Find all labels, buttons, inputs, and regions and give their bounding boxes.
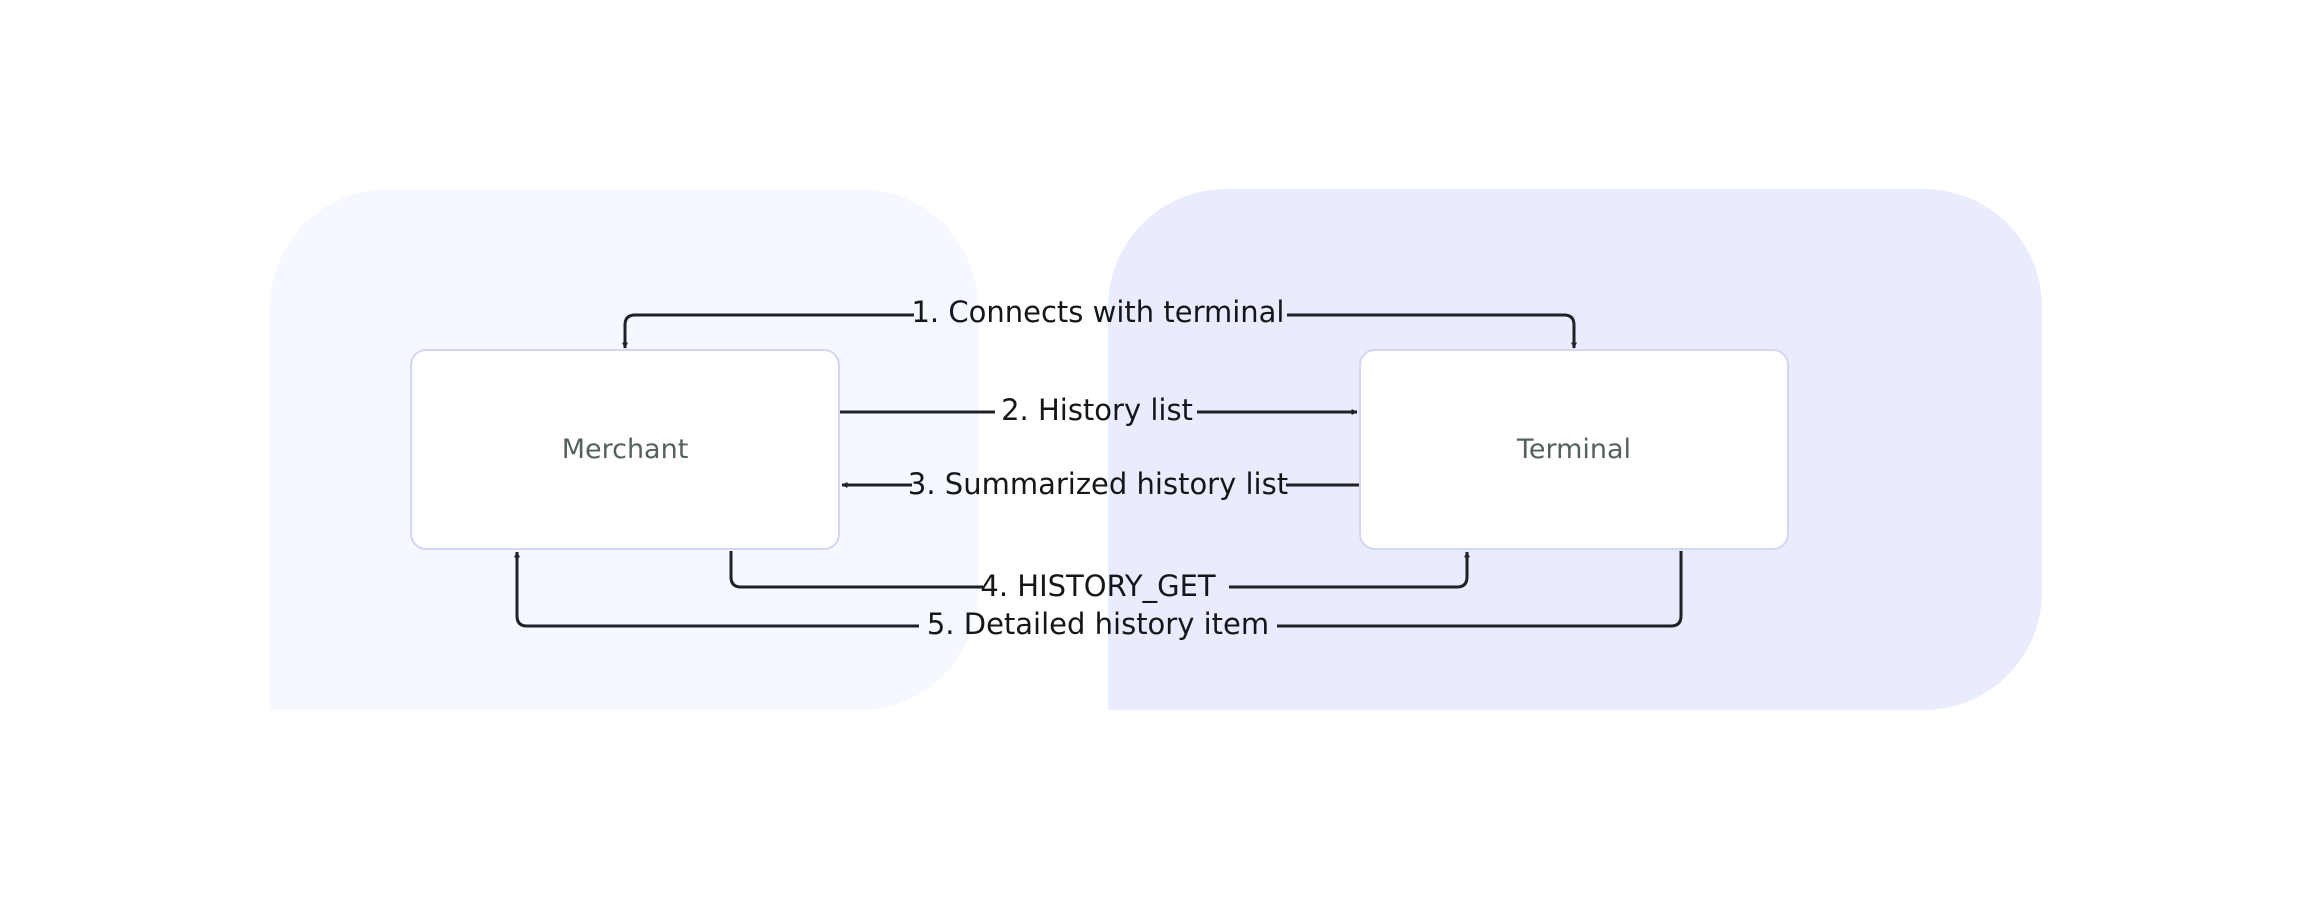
edge-history-get-b (1229, 551, 1470, 589)
edge-label-history-get: 4. HISTORY_GET (980, 569, 1216, 603)
edge-label-connects: 1. Connects with terminal (911, 295, 1284, 329)
edge-connects-right (1287, 313, 1577, 349)
edge-label-history-list: 2. History list (1001, 393, 1193, 427)
edge-detailed-a (1277, 551, 1683, 628)
edge-history-get-a (729, 551, 983, 589)
edge-connects-left (622, 313, 914, 349)
edge-label-detailed: 5. Detailed history item (927, 607, 1269, 641)
merchant-node: Merchant (410, 349, 840, 550)
terminal-label: Terminal (1516, 434, 1632, 465)
terminal-node: Terminal (1359, 349, 1789, 550)
merchant-label: Merchant (561, 434, 689, 465)
edge-detailed-b (514, 551, 919, 628)
edge-label-summarized: 3. Summarized history list (908, 467, 1288, 501)
